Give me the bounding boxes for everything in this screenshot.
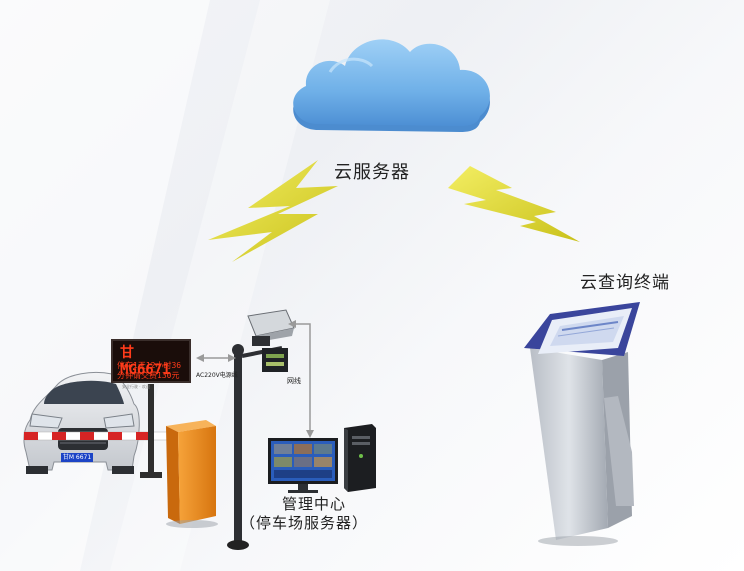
led-plate-text: 甘 MG6671	[120, 345, 171, 378]
fill-light-icon	[262, 348, 288, 372]
cloud-server-label: 云服务器	[334, 162, 410, 183]
cloud-terminal-label: 云查询终端	[580, 273, 670, 293]
car-icon	[23, 371, 140, 474]
parking-server-label: （停车场服务器）	[240, 514, 369, 532]
led-duration-text: 停车1天12小时36	[117, 361, 182, 370]
led-fee-text: 分钟请交费130元	[117, 371, 180, 380]
network-cable-arrow	[288, 320, 314, 438]
network-cable-label: 网线	[287, 377, 301, 385]
barrier-gate-icon	[166, 420, 218, 528]
management-center-label: 管理中心	[282, 495, 347, 513]
power-cable-label: AC220V电源线	[196, 372, 238, 379]
camera-icon	[247, 309, 295, 346]
led-sign-pole	[140, 384, 162, 478]
monitor-icon	[268, 438, 338, 493]
led-sign-icon: 甘 MG6671 停车1天12小时36 分钟请交费130元	[111, 339, 191, 383]
power-cable-arrow	[196, 354, 236, 362]
cloud-icon	[293, 39, 490, 132]
barrier-arm	[23, 431, 171, 441]
led-footer-text: 安全行驶 · 欢迎	[122, 384, 150, 389]
lightning-icon	[448, 166, 580, 242]
license-plate: 甘M 6671	[61, 453, 93, 462]
kiosk-icon	[524, 302, 640, 546]
background-sheen	[0, 0, 330, 571]
computer-tower-icon	[344, 424, 376, 492]
